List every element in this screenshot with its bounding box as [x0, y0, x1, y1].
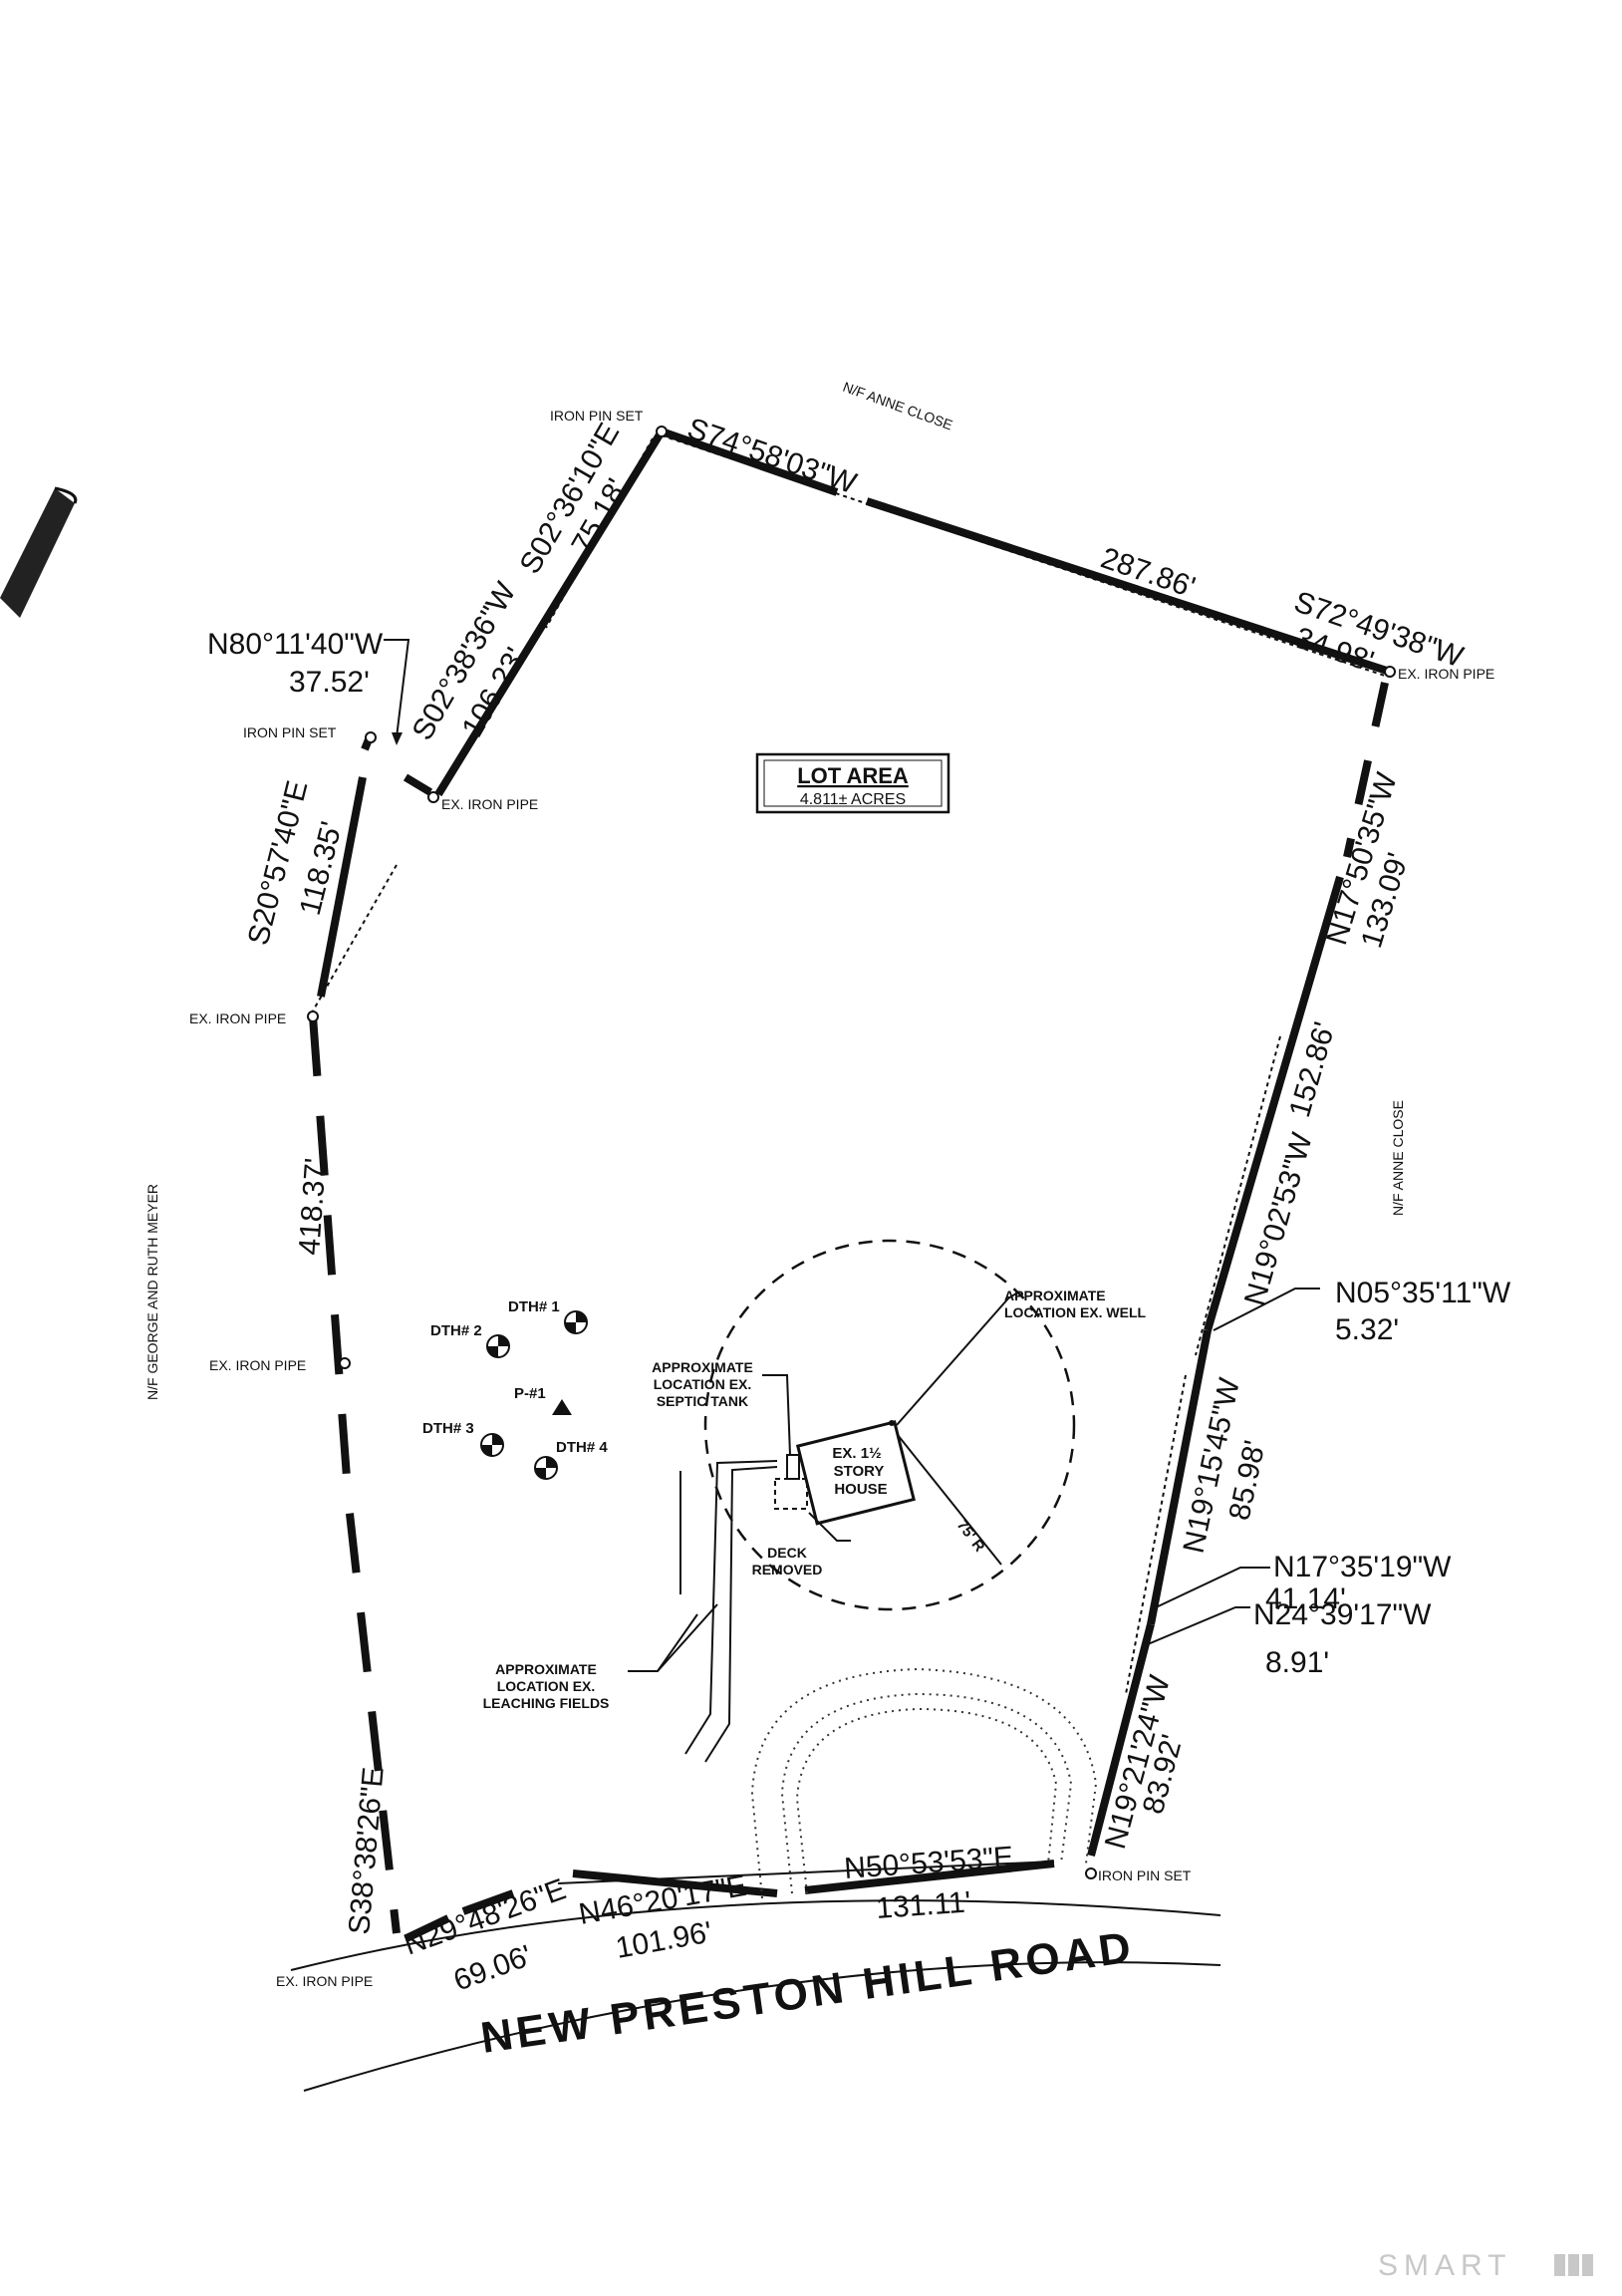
monuments [307, 426, 1396, 1879]
p1-label: P-#1 [514, 1385, 546, 1402]
ex-iron-pipe-w2-label: EX. IRON PIPE [209, 1357, 306, 1373]
call-s3-bearing: N29°48'26"E [400, 1872, 570, 1961]
leach-line-1: APPROXIMATE [495, 1661, 597, 1677]
abutter-west: N/F GEORGE AND RUTH MEYER [144, 1184, 160, 1400]
lot-area-acres: 4.811± ACRES [800, 791, 906, 808]
scan-edge-mark [0, 486, 78, 618]
iron-pin-set-left-label: IRON PIN SET [243, 724, 337, 740]
well-line-2: LOCATION EX. WELL [1004, 1304, 1147, 1320]
dth2-symbol [486, 1334, 510, 1358]
dth3-label: DTH# 3 [422, 1420, 474, 1437]
call-e3-distance: 5.32' [1335, 1313, 1399, 1346]
ex-iron-pipe-nw-label: EX. IRON PIPE [441, 796, 538, 812]
iron-pin-top [656, 426, 668, 437]
iron-pipe-w2 [339, 1357, 351, 1369]
abutter-north: N/F ANNE CLOSE [841, 379, 954, 433]
iron-pin-set-top-label: IRON PIN SET [550, 408, 644, 424]
leach-line-2: LOCATION EX. [497, 1678, 596, 1694]
iron-pipe-nw [427, 791, 439, 803]
dth3-symbol [480, 1433, 504, 1457]
call-e5-bearing: N17°35'19"W [1273, 1551, 1452, 1583]
road [290, 1667, 1221, 2092]
dth4-label: DTH# 4 [556, 1439, 608, 1456]
radius-label: 75' R [953, 1517, 988, 1556]
call-e6-bearing: N24°39'17"W [1253, 1598, 1432, 1631]
call-s2-distance: 101.96' [613, 1915, 714, 1964]
septic-line-2: LOCATION EX. [654, 1376, 752, 1392]
call-e6-distance: 8.91' [1265, 1646, 1329, 1679]
call-nw1-distance: 37.52' [289, 666, 370, 699]
deck-line-2: REMOVED [752, 1562, 823, 1578]
boundary-calls: S74°58'03"W 287.86' S72°49'38"W 34.98' N… [207, 412, 1511, 1997]
call-e3-bearing: N05°35'11"W [1335, 1277, 1511, 1309]
septic-tank [786, 1454, 800, 1480]
dth1-symbol [564, 1310, 588, 1334]
house-line-3: HOUSE [834, 1481, 887, 1498]
abutter-east: N/F ANNE CLOSE [1390, 1100, 1406, 1216]
p1-symbol [552, 1399, 572, 1415]
house-line-2: STORY [834, 1463, 885, 1480]
call-w3-bearing: S20°57'40"E [242, 777, 315, 948]
property-boundary [309, 428, 1392, 1942]
iron-pin-se [1085, 1867, 1097, 1879]
dth4-symbol [534, 1456, 558, 1480]
deck-line-1: DECK [767, 1545, 807, 1561]
road-name: NEW PRESTON HILL ROAD [478, 1922, 1138, 2063]
watermark: SMART [1378, 2249, 1593, 2282]
test-holes: DTH# 1 DTH# 2 DTH# 3 DTH# 4 P-#1 [422, 1298, 608, 1480]
call-e2-bearing: N19°02'53"W [1238, 1129, 1319, 1309]
ex-iron-pipe-ne-label: EX. IRON PIPE [1398, 666, 1494, 682]
call-s1-distance: 131.11' [875, 1885, 971, 1925]
septic-line-3: SEPTIC TANK [657, 1393, 748, 1409]
iron-pipe-ne [1384, 666, 1396, 678]
leach-line-3: LEACHING FIELDS [483, 1695, 610, 1711]
call-w1-bearing: S38°38'26"E [343, 1766, 391, 1936]
call-e5-distance: 41.14' [1265, 1582, 1346, 1615]
lot-area-title: LOT AREA [797, 763, 909, 788]
dth2-label: DTH# 2 [430, 1322, 482, 1339]
call-nw1-bearing: N80°11'40"W [207, 628, 384, 661]
iron-pin-left [365, 731, 377, 743]
lot-area-box: LOT AREA 4.811± ACRES [755, 752, 950, 814]
call-north-bearing: S74°58'03"W [683, 412, 862, 500]
septic-line-1: APPROXIMATE [652, 1359, 753, 1375]
call-s3-distance: 69.06' [449, 1939, 536, 1998]
site-features: EX. 1½ STORY HOUSE 75' R APPROXIMATE LOC… [483, 1239, 1147, 1763]
iron-pin-set-se-label: IRON PIN SET [1098, 1867, 1192, 1883]
call-s1-bearing: N50°53'53"E [843, 1841, 1014, 1885]
monument-labels: IRON PIN SET IRON PIN SET EX. IRON PIPE … [189, 408, 1494, 1989]
well-line-1: APPROXIMATE [1004, 1288, 1106, 1303]
deck-removed-outline [774, 1478, 808, 1510]
dth1-label: DTH# 1 [508, 1298, 560, 1315]
ex-iron-pipe-w1-label: EX. IRON PIPE [189, 1010, 286, 1026]
iron-pipe-w1 [307, 1010, 319, 1022]
ex-iron-pipe-sw-label: EX. IRON PIPE [276, 1973, 373, 1989]
house-line-1: EX. 1½ [832, 1445, 881, 1462]
watermark-text: SMART [1378, 2249, 1511, 2282]
call-w2-distance: 418.37' [293, 1157, 333, 1257]
